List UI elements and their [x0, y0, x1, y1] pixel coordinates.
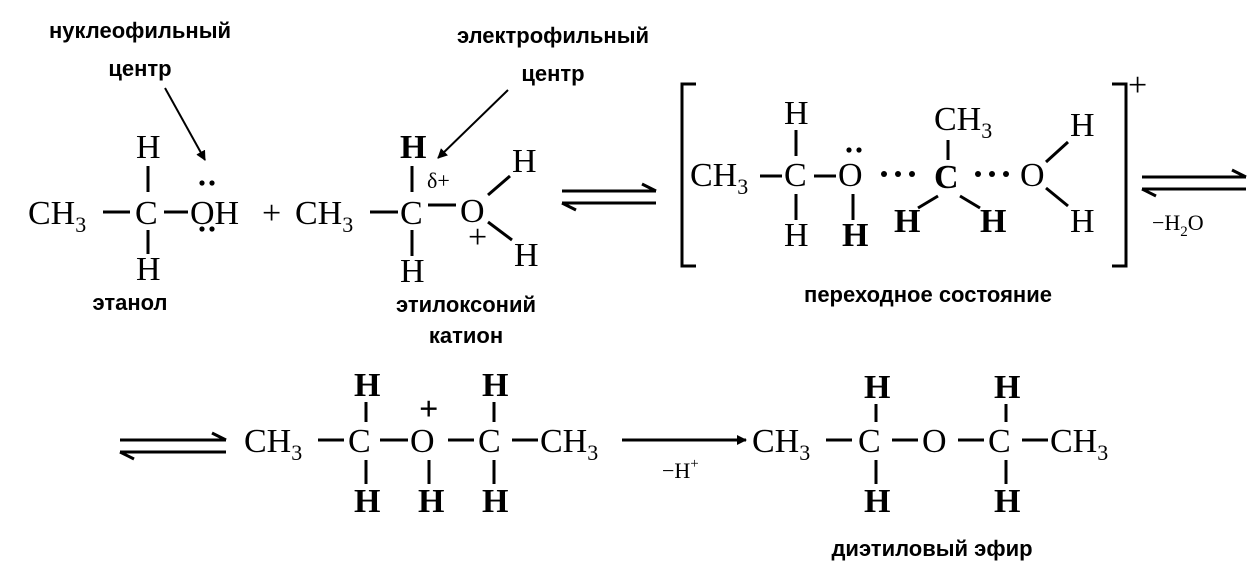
transition-state-label: переходное состояние: [804, 282, 1052, 307]
ts-c2-h-right: H: [980, 203, 1006, 240]
minus-proton-label: −H+: [662, 456, 699, 483]
electrophilic-center-label-1: электрофильный: [457, 23, 649, 48]
oxonium-ether-c1: C: [348, 423, 371, 460]
nucleophilic-center-arrow: [164, 87, 206, 161]
equilibrium-arrow-row2: [119, 431, 227, 461]
ts-c1-h-top: H: [784, 95, 809, 132]
oxonium-h-right-top: H: [512, 143, 537, 180]
left-bracket: [680, 82, 696, 268]
oxonium-o: O: [460, 193, 485, 230]
nucleophilic-center-label-2: центр: [108, 56, 171, 81]
oxonium-ether-c1-h-bottom: H: [354, 483, 380, 520]
delta-plus: δ+: [427, 168, 450, 193]
diethyl-ether-structure: CH3 C H H O C H H CH3: [752, 369, 1108, 520]
ether-c1-h-top: H: [864, 369, 890, 406]
oxonium-ether-charge: +: [419, 391, 438, 428]
oxonium-ether-ch3-left: CH3: [244, 423, 302, 465]
ts-c1-h-bottom: H: [784, 217, 809, 254]
plus-sign: +: [262, 195, 281, 232]
ether-o: O: [922, 423, 947, 460]
lone-pair-dot: [199, 180, 205, 186]
ts-o1-h: H: [842, 217, 868, 254]
oxonium-ether-c1-h-top: H: [354, 367, 380, 404]
oxonium-ether-c2-h-bottom: H: [482, 483, 508, 520]
oxonium-ether-o-h: H: [418, 483, 444, 520]
oxonium-h-bottom: H: [400, 253, 425, 290]
oxonium-ether-ch3-right: CH3: [540, 423, 598, 465]
ts-charge: +: [1128, 67, 1147, 104]
ethanol-structure: CH3 C H H OH: [28, 129, 239, 288]
ether-c2-h-top: H: [994, 369, 1020, 406]
ts-o2-h-bottom: H: [1070, 203, 1095, 240]
bond: [917, 194, 939, 210]
lone-pair-dot: [199, 226, 205, 232]
oxonium-h-top: H: [400, 129, 426, 166]
right-bracket: [1112, 82, 1128, 268]
equilibrium-arrow: [561, 182, 657, 212]
ethanol-oh: OH: [190, 195, 239, 232]
lone-pair-dot: [209, 226, 215, 232]
bond: [1044, 140, 1070, 164]
ether-ch3-left: CH3: [752, 423, 810, 465]
ts-ch3: CH3: [690, 157, 748, 199]
ts-c2: C: [934, 159, 959, 196]
partial-bond-dot: [989, 171, 995, 177]
oxonium-ch3: CH3: [295, 195, 353, 237]
equilibrium-arrow-water: [1141, 168, 1247, 198]
ts-c2-ch3: CH3: [934, 101, 992, 143]
partial-bond-dot: [895, 171, 901, 177]
ether-ch3-right: CH3: [1050, 423, 1108, 465]
transition-state-structure: + CH3 C H H O H C CH3 H H O H H: [680, 67, 1147, 268]
bond: [1045, 186, 1069, 208]
oxonium-ether-o: O: [410, 423, 435, 460]
ts-o2-h-top: H: [1070, 107, 1095, 144]
lone-pair-dot: [846, 147, 852, 153]
partial-bond-dot: [881, 171, 887, 177]
electrophilic-center-arrow: [437, 89, 509, 159]
ts-o2: O: [1020, 157, 1045, 194]
oxonium-h-right-bottom: H: [514, 237, 539, 274]
ethanol-h-top: H: [136, 129, 161, 166]
ether-c1-h-bottom: H: [864, 483, 890, 520]
ts-c1: C: [784, 157, 807, 194]
ethyloxonium-label-2: катион: [429, 323, 503, 348]
ts-o1: O: [838, 157, 863, 194]
oxonium-ether-c2: C: [478, 423, 501, 460]
bond: [487, 220, 513, 242]
nucleophilic-center-label-1: нуклеофильный: [49, 18, 231, 43]
ethyloxonium-label-1: этилоксоний: [396, 292, 536, 317]
partial-bond-dot: [975, 171, 981, 177]
lone-pair-dot: [209, 180, 215, 186]
partial-bond-dot: [1003, 171, 1009, 177]
electrophilic-center-label-2: центр: [521, 61, 584, 86]
lone-pair-dot: [856, 147, 862, 153]
diethyloxonium-structure: CH3 C H H O + H C H H CH3: [244, 367, 598, 520]
ethanol-h-bottom: H: [136, 251, 161, 288]
diethyl-ether-label: диэтиловый эфир: [831, 536, 1032, 561]
oxonium-charge: +: [468, 219, 487, 256]
ethanol-label: этанол: [92, 290, 167, 315]
ethanol-ch3: CH3: [28, 195, 86, 237]
minus-water-label: −H2O: [1152, 210, 1204, 240]
oxonium-c: C: [400, 195, 423, 232]
bond: [959, 194, 981, 210]
ether-c1: C: [858, 423, 881, 460]
ethyloxonium-structure: CH3 C H H δ+ O H H +: [295, 129, 539, 290]
ethanol-c: C: [135, 195, 158, 232]
bond: [487, 174, 511, 197]
ether-c2-h-bottom: H: [994, 483, 1020, 520]
ether-c2: C: [988, 423, 1011, 460]
oxonium-ether-c2-h-top: H: [482, 367, 508, 404]
partial-bond-dot: [909, 171, 915, 177]
ts-c2-h-left: H: [894, 203, 920, 240]
